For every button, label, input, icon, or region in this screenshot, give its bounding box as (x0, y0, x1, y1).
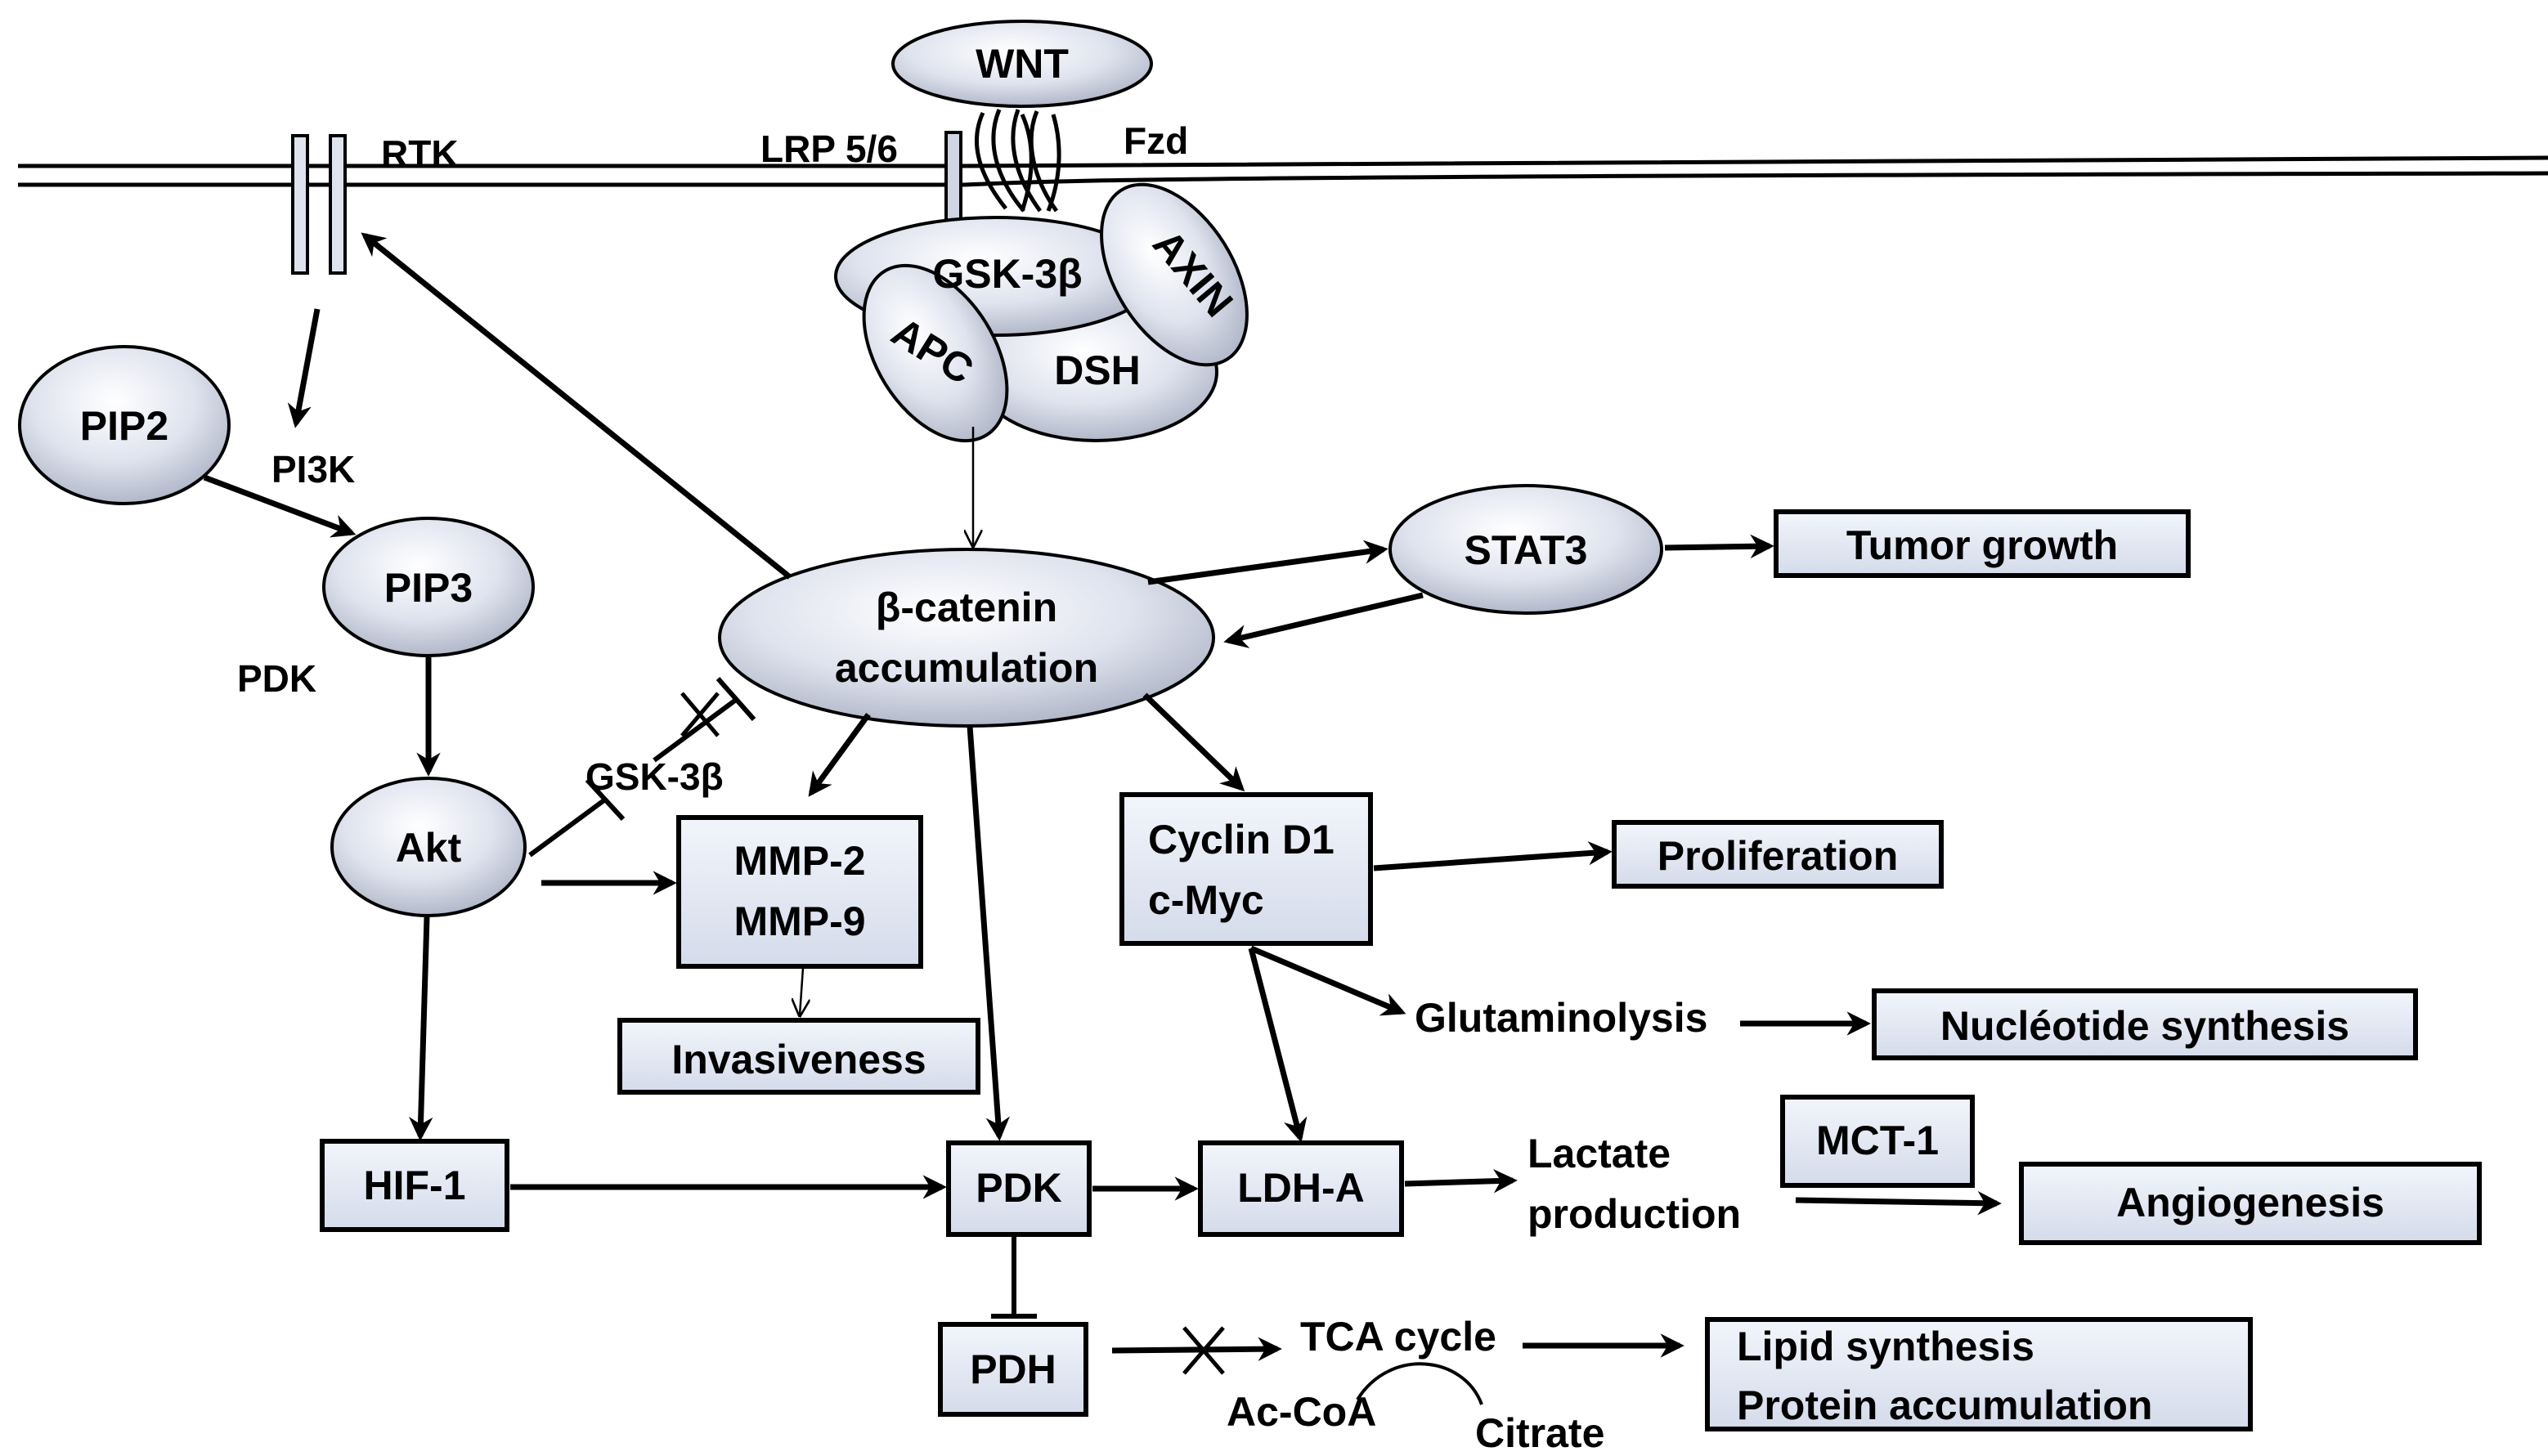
svg-text:Cyclin D1: Cyclin D1 (1148, 817, 1335, 862)
frizzled-receptor (975, 109, 1061, 213)
svg-text:PIP3: PIP3 (384, 565, 473, 611)
wnt-label: WNT (976, 41, 1069, 87)
inhibition-marks (528, 677, 1037, 1319)
lipid-protein-box: Lipid synthesis Protein accumulation (1705, 1317, 2253, 1431)
lactate-label: Lactate (1527, 1131, 1671, 1176)
svg-text:STAT3: STAT3 (1465, 527, 1588, 573)
gsk3b-complex-label: GSK-3β (932, 251, 1082, 297)
svg-text:MCT-1: MCT-1 (1816, 1118, 1939, 1163)
production-label: production (1527, 1191, 1741, 1237)
nucleotide-synthesis-box: Nucléotide synthesis (1872, 988, 2418, 1060)
destruction-complex: GSK-3β AXIN APC DSH (834, 182, 1249, 443)
pip3-node: PIP3 (322, 517, 535, 657)
svg-text:c-Myc: c-Myc (1148, 877, 1264, 923)
svg-text:MMP-2: MMP-2 (733, 838, 865, 884)
angiogenesis-box: Angiogenesis (2019, 1162, 2482, 1245)
svg-text:HIF-1: HIF-1 (364, 1163, 466, 1208)
mmp-box: MMP-2 MMP-9 (676, 815, 923, 969)
svg-text:Tumor growth: Tumor growth (1846, 522, 2118, 568)
svg-text:Nucléotide synthesis: Nucléotide synthesis (1940, 1003, 2349, 1049)
tca-cycle-label: TCA cycle (1300, 1314, 1496, 1360)
gsk3b-label: GSK-3β (585, 755, 724, 798)
svg-text:Angiogenesis: Angiogenesis (2116, 1180, 2384, 1225)
wnt-ligand: WNT (891, 20, 1153, 108)
lrp-receptor (944, 131, 962, 224)
fzd-label: Fzd (1124, 119, 1188, 162)
rtk-label: RTK (381, 132, 459, 175)
citrate-label: Citrate (1475, 1410, 1604, 1456)
proliferation-box: Proliferation (1612, 820, 1944, 889)
mct1-box: MCT-1 (1780, 1095, 1975, 1188)
svg-text:Proliferation: Proliferation (1658, 833, 1898, 879)
hif1-box: HIF-1 (320, 1139, 509, 1232)
rtk-receptor (291, 134, 347, 275)
svg-text:Akt: Akt (396, 825, 462, 871)
svg-text:PIP2: PIP2 (80, 403, 168, 449)
svg-text:β-catenin: β-catenin (876, 585, 1057, 630)
pdh-box: PDH (938, 1322, 1088, 1417)
tumor-growth-box: Tumor growth (1774, 509, 2191, 578)
pip2-node: PIP2 (18, 345, 231, 505)
svg-text:Lipid synthesis: Lipid synthesis (1737, 1324, 2034, 1369)
svg-text:PDK: PDK (976, 1165, 1062, 1211)
pdk-box: PDK (946, 1140, 1092, 1237)
beta-catenin-node: β-catenin accumulation (718, 548, 1215, 728)
ldha-box: LDH-A (1198, 1140, 1404, 1237)
svg-text:Invasiveness: Invasiveness (671, 1037, 926, 1082)
tca-cycle-arc (1356, 1362, 1483, 1405)
akt-node: Akt (330, 777, 527, 917)
svg-text:PDH: PDH (970, 1346, 1056, 1392)
dsh-label: DSH (1054, 347, 1141, 393)
svg-text:MMP-9: MMP-9 (733, 898, 865, 944)
cyclin-box: Cyclin D1 c-Myc (1119, 792, 1373, 946)
pathway-arrows (203, 232, 2002, 1361)
invasiveness-box: Invasiveness (617, 1018, 980, 1095)
svg-text:Protein accumulation: Protein accumulation (1737, 1382, 2152, 1428)
pi3k-label: PI3K (271, 448, 355, 491)
stat3-node: STAT3 (1388, 484, 1663, 615)
svg-text:LDH-A: LDH-A (1237, 1165, 1365, 1211)
pdk-upstream-label: PDK (237, 657, 316, 700)
glutaminolysis-label: Glutaminolysis (1415, 995, 1707, 1041)
lrp-label: LRP 5/6 (760, 128, 898, 170)
blocked-crosses (680, 692, 1225, 1375)
ac-coa-label: Ac-CoA (1227, 1389, 1376, 1435)
svg-text:accumulation: accumulation (835, 645, 1098, 691)
